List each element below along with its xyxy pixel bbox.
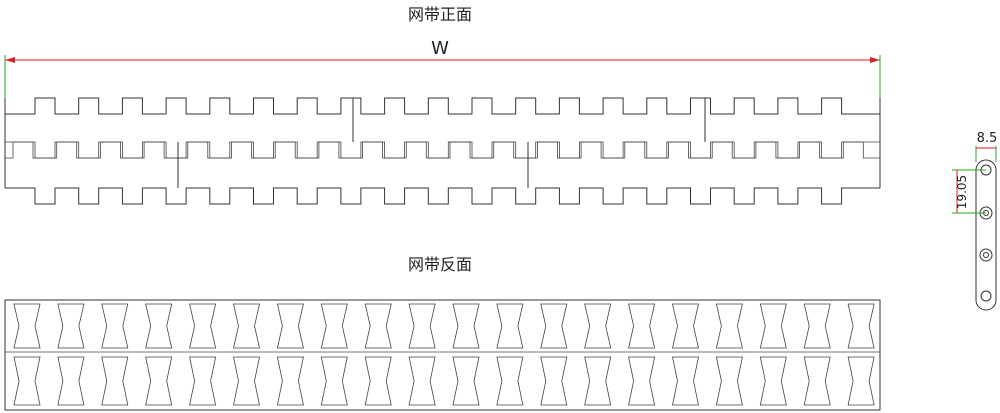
back-link [364,356,392,406]
back-link [496,356,524,406]
back-link [276,356,304,406]
front-view-title: 网带正面 [408,5,472,24]
back-link [408,356,436,406]
back-link [803,303,831,349]
back-view-title: 网带反面 [408,255,472,274]
back-link [628,356,656,406]
back-view [4,299,881,411]
back-link [540,356,568,406]
back-link [276,303,304,349]
back-link [101,303,129,349]
front-view [4,97,881,205]
front-bottom-edge [5,187,880,205]
back-link [452,303,480,349]
front-top-edge [5,97,880,115]
back-link [715,303,743,349]
pitch-dimension: 19.05 [952,169,986,214]
back-view-outline [4,299,881,411]
back-link [628,303,656,349]
back-link [13,356,41,406]
back-link [584,303,612,349]
back-link [408,303,436,349]
back-link [364,303,392,349]
width-label: W [431,38,449,59]
back-link [189,303,217,349]
back-link [101,356,129,406]
back-link [671,303,700,349]
back-links [13,303,875,406]
back-link [715,356,743,406]
front-row-line-lower [5,141,880,159]
thickness-dimension: 8.5 [975,131,998,162]
back-link [672,356,699,406]
back-link [452,356,480,406]
side-hinge [980,290,992,302]
width-dimension: W [4,38,881,142]
back-link [320,303,348,349]
thickness-label: 8.5 [977,131,998,146]
back-link [232,303,261,349]
back-link [759,356,787,406]
arrow-left [5,57,15,63]
back-link [57,303,85,349]
back-link [540,303,568,349]
back-link [13,303,41,349]
side-profile [975,159,997,311]
back-link [496,303,524,349]
side-hinge [979,248,993,262]
back-link [847,303,875,349]
side-view: 8.5 19.05 [952,131,998,311]
back-link [584,356,612,406]
back-link [320,356,348,406]
back-link [145,303,173,349]
front-row-line-upper [5,141,880,159]
back-link [145,356,173,406]
pitch-label: 19.05 [955,175,969,209]
side-hinge-pin [983,252,989,258]
back-link [57,356,85,406]
back-link [189,356,217,406]
back-link [759,303,787,349]
arrow-right [870,57,880,63]
back-link [847,356,875,406]
back-link [803,356,831,406]
back-link [233,356,260,406]
